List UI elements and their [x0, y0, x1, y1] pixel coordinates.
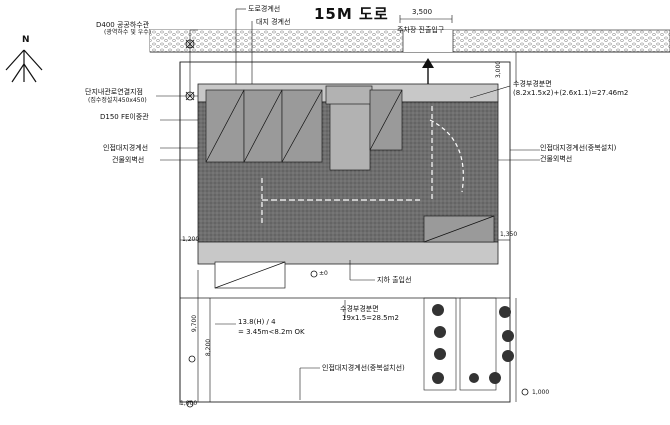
north-arrow-icon	[5, 49, 43, 83]
road-strip-left	[150, 30, 400, 52]
adj-boundary-right-label: 인접대지경계선(중복설치)	[540, 144, 617, 152]
green-band-bottom	[197, 241, 499, 265]
leader-lines	[156, 8, 540, 400]
entrance-gap	[403, 30, 453, 52]
dim-vertical-left: 9,700	[191, 314, 199, 333]
dim-left-offset: 1,200	[182, 236, 200, 243]
road-title: 15M 도로	[314, 5, 389, 23]
setback-formula: 13.8(H) / 4	[238, 318, 276, 326]
green-area-bottom-label: 수경부경분면	[340, 305, 379, 313]
dim-right-offset: 1,350	[500, 231, 518, 238]
dim-right-top: 3,000	[495, 60, 503, 79]
dim-right-bottom: 1,000	[532, 389, 550, 396]
building-line-label: 건물외벽선	[112, 156, 145, 164]
level-mark: ±0	[319, 270, 328, 277]
sewer-pipe-sub-label: (광역하수 및 우수)	[104, 29, 152, 36]
adj-boundary-label: 인접대지경계선	[103, 144, 149, 152]
fe-pipe-label: D150 FE이중관	[100, 113, 149, 121]
green-area-top-calc: (8.2x1.5x2)+(2.6x1.1)=27.46m2	[513, 89, 629, 97]
turning-path	[429, 119, 464, 193]
stair-core-top	[325, 85, 373, 105]
boundary-line-label: 도로경계선	[248, 5, 281, 13]
dim-vertical-left-inner: 8,200	[205, 338, 213, 357]
inlet-sub-label: (집수정설치450x450)	[88, 97, 147, 104]
stair-core	[329, 101, 371, 171]
setback-result: = 3.45m<8.2m OK	[238, 328, 305, 336]
green-area-bottom-calc: 19x1.5=28.5m2	[342, 314, 399, 322]
lot-line-label: 대지 경계선	[256, 18, 291, 26]
adj-boundary-bottom-label: 인접대지경계선(중복설치선)	[322, 364, 405, 372]
building-line-right-label: 건물외벽선	[540, 155, 573, 163]
sewer-pipe-label: D400 공공하수관	[96, 21, 150, 29]
connection-symbols	[185, 39, 529, 408]
parking-entrance-label: 주차장 진출입구	[397, 26, 445, 34]
ramp-label: 지하 출입선	[377, 276, 412, 284]
green-area-top-label: 수경부경분면	[513, 80, 552, 88]
dimension-lines	[179, 52, 517, 405]
dim-bottom-left: 1,000	[180, 400, 198, 407]
landscape-trees	[423, 297, 514, 391]
dim-entrance-width: 3,500	[412, 8, 433, 16]
north-label: N	[22, 35, 30, 45]
inlet-label: 단지내관로연결지점	[85, 88, 143, 96]
entrance-arrow	[422, 58, 434, 68]
